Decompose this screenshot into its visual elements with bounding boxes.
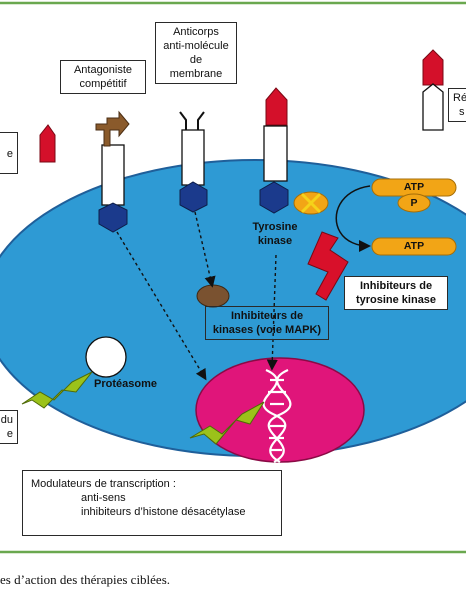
red-lightning-icon	[307, 231, 349, 301]
block-x-icon	[300, 192, 322, 214]
right-partial-line-1: Ré	[453, 92, 466, 104]
phosphate-label: P	[410, 197, 418, 209]
antagoniste-line-1: Antagoniste	[73, 64, 133, 76]
reaction-arrow	[335, 185, 371, 252]
modulateurs-item-2: inhibiteurs d’histone désacétylase	[81, 506, 246, 518]
inhibiteurs-tk-line-1: Inhibiteurs de	[359, 280, 433, 292]
label-left-partial-1: e	[0, 132, 18, 174]
label-left-partial-2: du e	[0, 410, 18, 444]
inhibiteurs-mapk-line-1: Inhibiteurs de	[230, 310, 304, 322]
right-partial-line-2: s	[459, 106, 465, 118]
anticorps-line-4: membrane	[169, 68, 223, 80]
label-anticorps: Anticorps anti-molécule de membrane	[155, 22, 237, 84]
signal-molecule-blob	[196, 284, 230, 308]
dashed-arrows	[116, 211, 278, 381]
label-inhibiteurs-mapk: Inhibiteurs de kinases (voie MAPK)	[205, 306, 329, 340]
proteasome-circle	[85, 336, 127, 378]
anticorps-line-2: anti-molécule	[163, 40, 229, 52]
atp-top-label: ATP	[403, 181, 425, 193]
anticorps-line-3: de	[189, 54, 203, 66]
inhibiteurs-mapk-line-2: kinases (voie MAPK)	[212, 324, 322, 336]
label-proteasome: Protéasome	[94, 378, 157, 390]
label-modulateurs: Modulateurs de transcription : anti-sens…	[22, 470, 282, 536]
left-partial-2-line-1: du	[0, 414, 13, 426]
atp-bottom-pill	[371, 237, 457, 256]
label-antagoniste: Antagoniste compétitif	[60, 60, 146, 94]
figure-caption: es d’action des thérapies ciblées.	[0, 572, 171, 587]
left-partial-2-line-2: e	[6, 428, 13, 440]
tyrosine-line-1: Tyrosine	[252, 221, 298, 233]
antagoniste-line-2: compétitif	[79, 78, 127, 90]
phosphate-pill	[397, 193, 431, 213]
dna-helix	[262, 368, 292, 463]
antagonist-molecule	[95, 110, 130, 147]
modulateurs-item-1: anti-sens	[81, 492, 126, 504]
inhibiteurs-tk-line-2: tyrosine kinase	[355, 294, 437, 306]
receptor-right	[422, 49, 444, 131]
receptor-antagonist	[95, 110, 130, 233]
label-tyrosine-kinase: Tyrosine kinase	[246, 220, 304, 248]
modulateurs-title: Modulateurs de transcription :	[31, 478, 176, 490]
receptor-tyrosine-kinase	[259, 87, 289, 214]
green-lightning-nucleus-icon	[189, 401, 265, 445]
label-inhibiteurs-tk: Inhibiteurs de tyrosine kinase	[344, 276, 448, 310]
green-lightning-left-icon	[21, 371, 93, 409]
receptor-antibody	[179, 111, 208, 213]
tyrosine-line-2: kinase	[257, 235, 293, 247]
antibody-y	[179, 111, 205, 130]
anticorps-line-1: Anticorps	[173, 26, 219, 38]
label-right-partial: Ré s	[448, 88, 466, 122]
atp-bottom-label: ATP	[403, 240, 425, 252]
free-ligand-red	[39, 124, 56, 163]
